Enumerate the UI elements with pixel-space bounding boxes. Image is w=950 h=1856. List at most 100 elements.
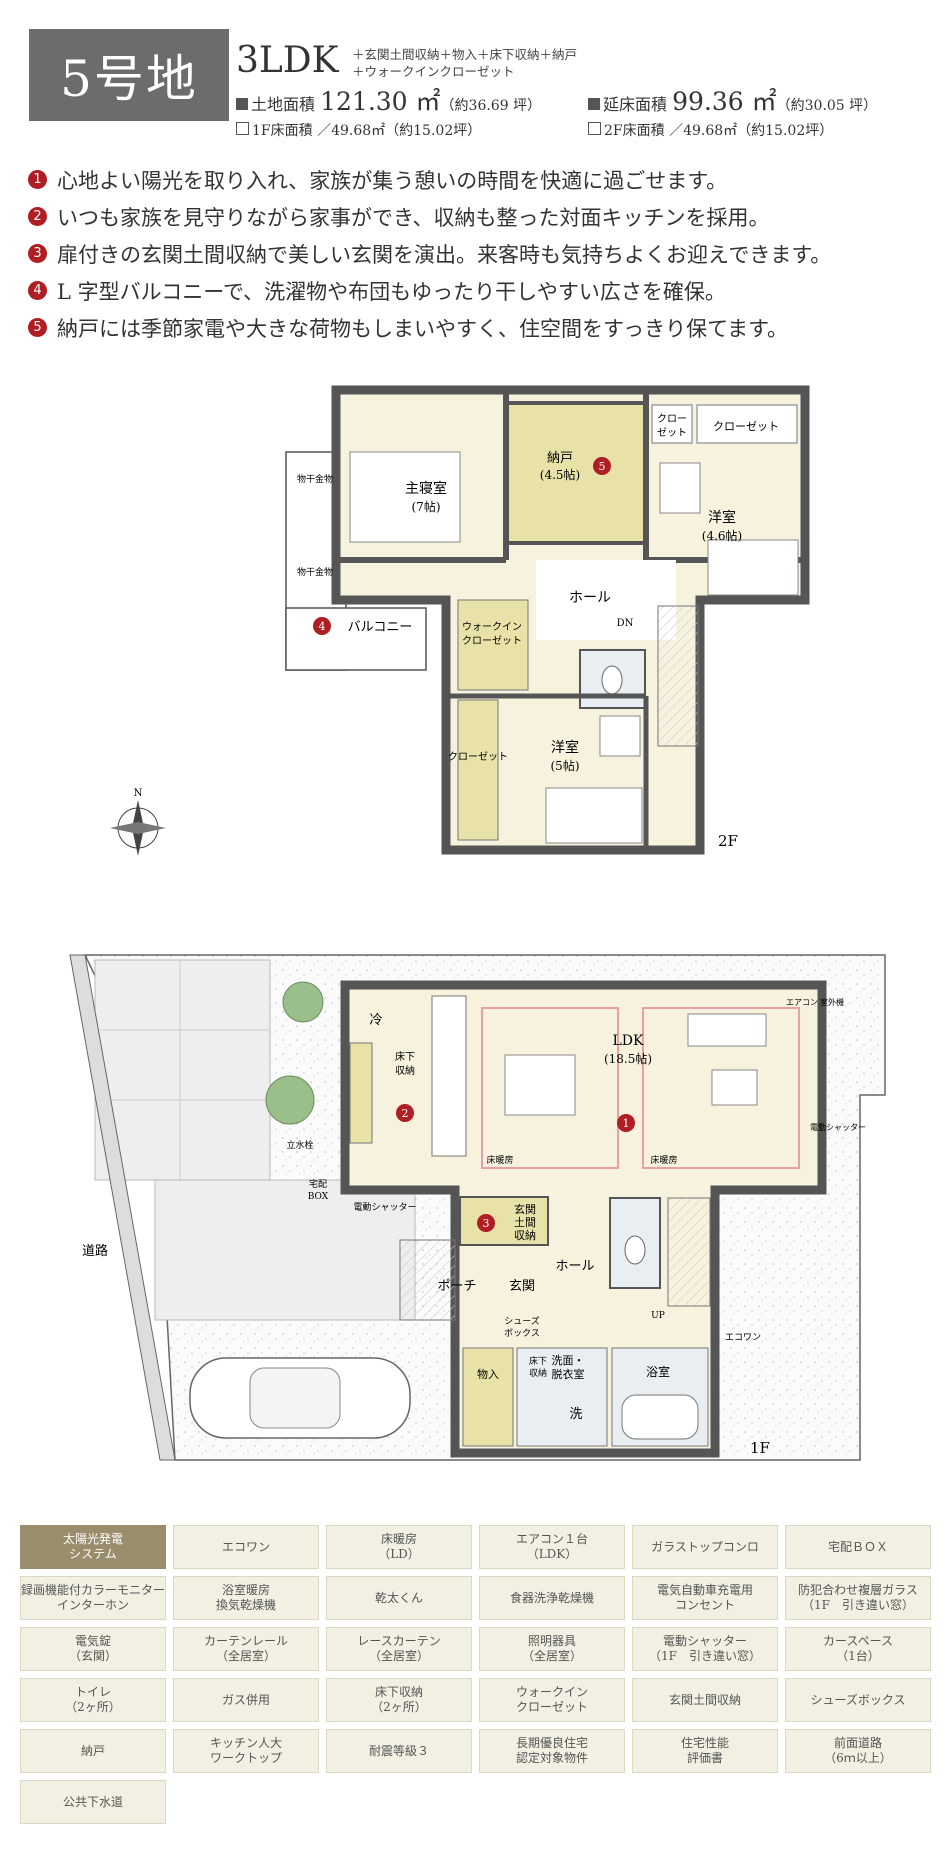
entrance-storage-label: 土間 — [514, 1216, 536, 1229]
feature-text: L 字型バルコニーで、洗濯物や布団もゆったり干しやすい広さを確保。 — [57, 279, 726, 304]
balcony-label: バルコニー — [348, 620, 413, 635]
closet-label: クローゼット — [448, 751, 508, 763]
total-floor-label: 延床面積 — [603, 95, 668, 114]
equipment-item: エアコン１台 （LDK） — [479, 1525, 625, 1569]
ldk-size: (18.5帖) — [604, 1051, 652, 1066]
underfloor-label: 床下 — [529, 1355, 547, 1367]
number-badge-text: 2 — [402, 1107, 409, 1120]
number-badge-text: 5 — [599, 460, 606, 473]
floor2-label: 2F — [718, 832, 738, 850]
equipment-item: 浴室暖房 換気乾燥機 — [173, 1576, 319, 1620]
western-room-label: 洋室 — [551, 739, 579, 756]
equipment-item: 電気自動車充電用 コンセント — [632, 1576, 778, 1620]
feature-text: 心地よい陽光を取り入れ、家族が集う憩いの時間を快適に過ごせます。 — [57, 168, 728, 193]
land-area: 土地面積 121.30 ㎡（約36.69 坪） — [236, 82, 541, 118]
entrance-label: 玄関 — [509, 1279, 535, 1294]
total-floor-area: 延床面積 99.36 ㎡（約30.05 坪） — [588, 82, 877, 118]
western-room-size: (4.6帖) — [702, 528, 742, 543]
equipment-item: 録画機能付カラーモニター インターホン — [20, 1576, 166, 1620]
tree-icon — [282, 981, 324, 1023]
equipment-item: 防犯合わせ複層ガラス （1F 引き違い窓） — [785, 1576, 931, 1620]
equipment-item: 耐震等級３ — [326, 1729, 472, 1773]
filled-square-icon — [588, 98, 600, 110]
equipment-item: 電動シャッター （1F 引き違い窓） — [632, 1627, 778, 1671]
faucet-label: 立水栓 — [286, 1139, 313, 1151]
empty-square-icon — [236, 122, 249, 135]
storage-room-label: 納戸 — [547, 451, 573, 466]
shoebox-label: シューズ — [504, 1315, 540, 1327]
north-label: N — [134, 788, 143, 799]
equipment-item: 食器洗浄乾燥機 — [479, 1576, 625, 1620]
plan-type: 3LDK — [236, 40, 339, 81]
plan-extras-line2: ＋ウォークインクローゼット — [352, 64, 515, 79]
road-label: 道路 — [82, 1243, 108, 1259]
aircon-label: エアコン — [786, 998, 818, 1007]
feature-item: 4 L 字型バルコニーで、洗濯物や布団もゆったり干しやすい広さを確保。 — [28, 272, 831, 309]
equipment-item: カースペース （1台） — [785, 1627, 931, 1671]
equipment-item: 住宅性能 評価書 — [632, 1729, 778, 1773]
delivery-box-label: 宅配 — [309, 1178, 327, 1190]
equipment-item: キッチン人大 ワークトップ — [173, 1729, 319, 1773]
washroom-label: 洗面・ — [552, 1354, 585, 1367]
hall-label: ホール — [569, 590, 611, 606]
lot-badge: 5号地 — [29, 29, 229, 121]
storage-room-size: (4.5帖) — [540, 467, 580, 482]
floor2-area-text: 2F床面積 ／49.68㎡（約15.02坪） — [604, 123, 834, 139]
equipment-item: 納戸 — [20, 1729, 166, 1773]
plan-extras: ＋玄関土間収納＋物入＋床下収納＋納戸 ＋ウォークインクローゼット — [352, 46, 577, 80]
floor2-plan: 主寝室 (7帖) 納戸 (4.5帖) 5 クロー ゼット クローゼット 洋室 (… — [110, 385, 810, 856]
entrance-storage-label: 玄関 — [514, 1202, 536, 1216]
western-room-label: 洋室 — [708, 509, 736, 526]
car-icon — [189, 1357, 411, 1439]
equipment-item: 長期優良住宅 認定対象物件 — [479, 1729, 625, 1773]
master-bedroom-size: (7帖) — [412, 499, 441, 514]
dn-label: DN — [617, 618, 634, 629]
master-bedroom-label: 主寝室 — [405, 480, 447, 497]
shoebox-label: ボックス — [504, 1328, 540, 1339]
bath-label: 浴室 — [646, 1364, 670, 1379]
equipment-item: 床下収納 （2ヶ所） — [326, 1678, 472, 1722]
number-badge: 4 — [28, 281, 47, 300]
equipment-item: 床暖房 （LD） — [326, 1525, 472, 1569]
storage-label: 物入 — [477, 1367, 499, 1381]
equipment-item: 公共下水道 — [20, 1780, 166, 1824]
feature-text: 扉付きの玄関土間収納で美しい玄関を演出。来客時も気持ちよくお迎えできます。 — [57, 242, 832, 267]
equipment-item: 玄関土間収納 — [632, 1678, 778, 1722]
number-badge-text: 4 — [319, 620, 326, 633]
equipment-item: カーテンレール （全居室） — [173, 1627, 319, 1671]
number-badge — [477, 1214, 495, 1232]
empty-square-icon — [588, 122, 601, 135]
closet-label: クローゼット — [713, 420, 779, 433]
entrance-storage-label: 収納 — [514, 1229, 536, 1242]
balcony-area — [285, 607, 427, 671]
feature-text: いつも家族を見守りながら家事ができ、収納も整った対面キッチンを採用。 — [57, 205, 770, 230]
floor2-area: 2F床面積 ／49.68㎡（約15.02坪） — [588, 120, 833, 140]
feature-text: 納戸には季節家電や大きな荷物もしまいやすく、住空間をすっきり保てます。 — [57, 316, 789, 341]
floor1-area: 1F床面積 ／49.68㎡（約15.02坪） — [236, 120, 481, 140]
porch-label: ポーチ — [437, 1279, 476, 1294]
number-badge — [313, 617, 331, 635]
floorheat-label: 床暖房 — [486, 1154, 513, 1166]
fridge-label: 冷 — [369, 1013, 382, 1028]
storage-room — [504, 401, 648, 545]
underfloor-label: 床下 — [395, 1050, 415, 1063]
underfloor-label: 収納 — [395, 1064, 415, 1077]
equipment-item: ウォークイン クローゼット — [479, 1678, 625, 1722]
equipment-item: 乾太くん — [326, 1576, 472, 1620]
compass-icon: N — [110, 788, 166, 856]
number-badge — [617, 1114, 635, 1132]
land-area-value: 121.30 ㎡ — [320, 87, 441, 116]
parking-area — [94, 959, 271, 1181]
equipment-item: エコワン — [173, 1525, 319, 1569]
hanger-label: 物干金物 — [297, 566, 333, 578]
total-floor-note: （約30.05 坪） — [776, 98, 878, 114]
plan-extras-line1: ＋玄関土間収納＋物入＋床下収納＋納戸 — [352, 47, 578, 62]
equipment-item: 照明器具 （全居室） — [479, 1627, 625, 1671]
equipment-item: トイレ （2ヶ所） — [20, 1678, 166, 1722]
equipment-item: レースカーテン （全居室） — [326, 1627, 472, 1671]
equipment-item: ガス併用 — [173, 1678, 319, 1722]
floor1-plan: 冷 床下 収納 2 LDK (18.5帖) 1 床暖房 床暖房 エアコン 室外機… — [69, 954, 886, 1461]
